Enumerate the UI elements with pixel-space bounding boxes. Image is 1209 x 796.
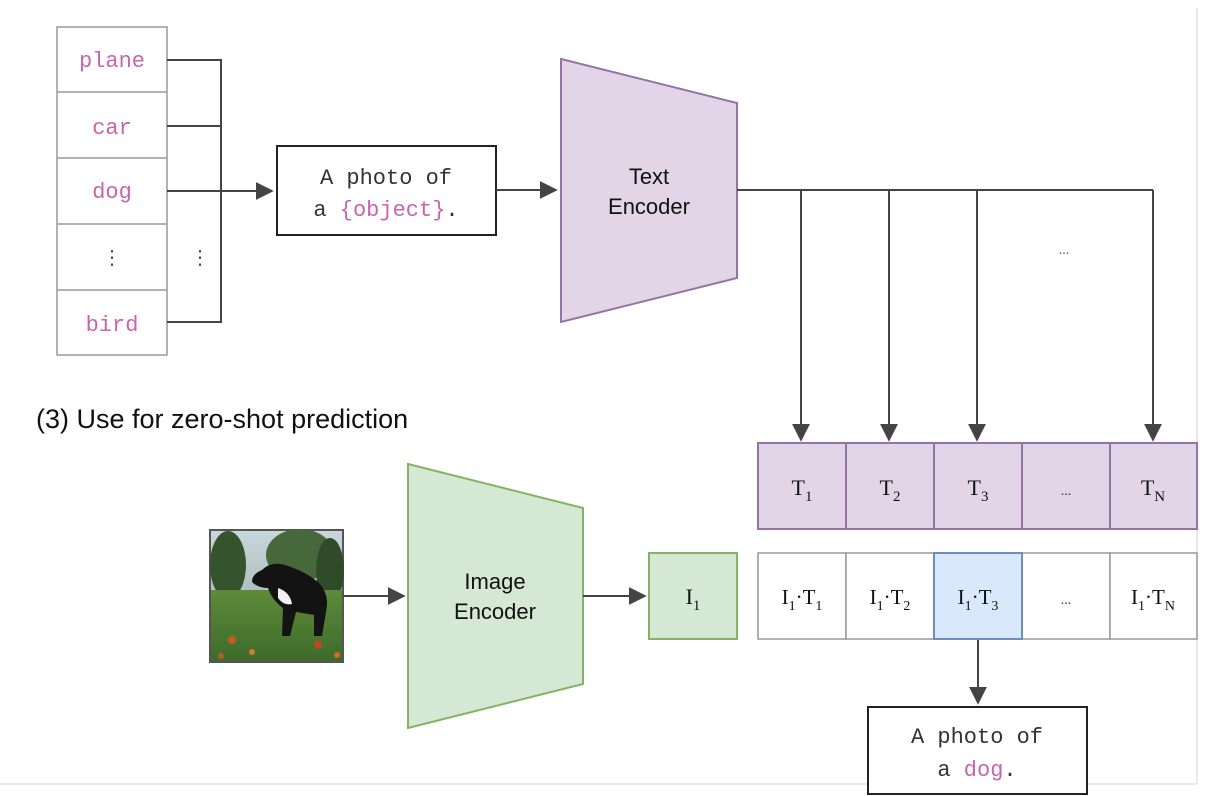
frame-bottom-border xyxy=(0,783,1196,785)
prediction-prefix: a xyxy=(937,758,963,783)
similarity-row: I1·T1 I1·T2 I1·T3 ... I1·TN xyxy=(757,552,1198,640)
section-title: (3) Use for zero-shot prediction xyxy=(36,404,408,434)
text-embedding-t1: T1 xyxy=(792,475,813,505)
image-encoder-label-line1: Image xyxy=(464,569,525,594)
text-encoder-shape xyxy=(560,57,738,324)
embedding-arrows-ellipsis: ... xyxy=(1059,243,1070,258)
similarity-cell xyxy=(1021,552,1111,640)
prompt-template-frame xyxy=(276,145,497,236)
text-embedding-t2: T2 xyxy=(880,475,901,505)
similarity-cell xyxy=(757,552,847,640)
text-embedding-tn: TN xyxy=(1141,475,1165,505)
bracket-ellipsis: ⋮ xyxy=(190,248,210,271)
class-label-bird: bird xyxy=(86,313,139,338)
class-list-frame xyxy=(56,26,168,356)
input-image xyxy=(209,529,344,663)
image-embedding-cell xyxy=(648,552,738,640)
frame-right-border xyxy=(1196,8,1198,784)
similarity-cell xyxy=(1109,552,1198,640)
image-embedding-label: I1 xyxy=(686,584,701,614)
prompt-template-prefix: a xyxy=(313,198,339,223)
prompt-template-placeholder: {object} xyxy=(340,198,446,223)
text-embeddings-row: T1 T2 T3 ... TN xyxy=(757,442,1198,530)
prediction-suffix: . xyxy=(1003,758,1016,783)
prediction-box: A photo of a dog. xyxy=(867,706,1088,795)
prompt-template-line2: a {object}. xyxy=(313,198,458,223)
text-encoder-output-lines xyxy=(737,189,1162,442)
class-label-plane: plane xyxy=(79,49,145,74)
image-flower xyxy=(228,636,236,644)
text-encoder: Text Encoder xyxy=(560,57,738,324)
image-encoder: Image Encoder xyxy=(407,462,584,730)
class-list: plane car dog ⋮ bird xyxy=(56,26,168,356)
similarity-cell-highlighted xyxy=(933,552,1023,640)
prediction-line2: a dog. xyxy=(937,758,1016,783)
text-embedding-ellipsis: ... xyxy=(1061,484,1072,499)
similarity-cell xyxy=(845,552,935,640)
similarity-i1-t3: I1·T3 xyxy=(958,585,999,614)
image-tree xyxy=(316,538,344,602)
prediction-line1: A photo of xyxy=(911,725,1043,750)
image-encoder-label-line2: Encoder xyxy=(454,599,536,624)
text-encoder-label-line2: Encoder xyxy=(608,194,690,219)
prompt-template-line1: A photo of xyxy=(320,166,452,191)
text-encoder-label-line1: Text xyxy=(629,164,669,189)
image-encoder-shape xyxy=(407,462,584,730)
image-flower xyxy=(334,652,340,658)
class-connectors xyxy=(167,59,274,323)
similarity-i1-t1: I1·T1 xyxy=(782,585,823,614)
image-tree xyxy=(210,531,246,599)
class-list-ellipsis: ⋮ xyxy=(102,248,122,271)
image-flower xyxy=(249,649,255,655)
prediction-frame xyxy=(867,706,1088,795)
image-dog-chest xyxy=(278,588,292,605)
prompt-template-suffix: . xyxy=(445,198,458,223)
text-embedding-t3: T3 xyxy=(968,475,989,505)
image-flower xyxy=(314,641,322,649)
image-flower xyxy=(218,653,224,659)
class-label-car: car xyxy=(92,116,132,141)
text-embedding-cell xyxy=(1109,442,1198,530)
text-embedding-cell xyxy=(757,442,847,530)
similarity-i1-tn: I1·TN xyxy=(1131,585,1175,614)
similarity-ellipsis: ... xyxy=(1061,593,1072,608)
image-embedding: I1 xyxy=(648,552,738,640)
prediction-class: dog xyxy=(964,758,1004,783)
text-embedding-cell xyxy=(933,442,1023,530)
class-label-dog: dog xyxy=(92,180,132,205)
prompt-template-box: A photo of a {object}. xyxy=(276,145,497,236)
similarity-i1-t2: I1·T2 xyxy=(870,585,911,614)
